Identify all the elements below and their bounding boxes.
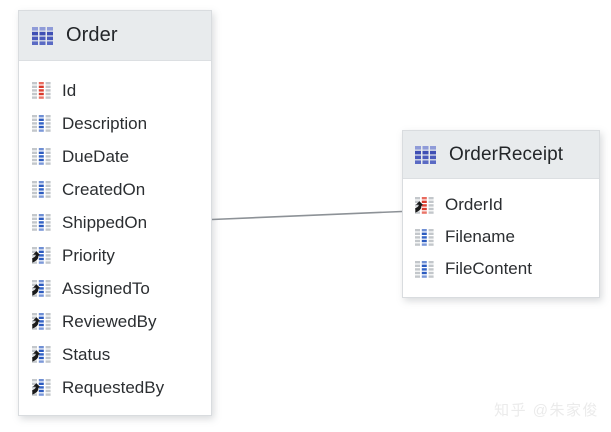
field-row-orderid[interactable]: OrderId (403, 189, 599, 221)
field-label: AssignedTo (62, 278, 150, 298)
field-label: CreatedOn (62, 179, 146, 199)
field-row-createdon[interactable]: CreatedOn (19, 173, 211, 206)
scalar-property-icon (415, 260, 434, 278)
field-label: OrderId (445, 195, 503, 214)
field-label: ShippedOn (62, 212, 148, 232)
entity-orderreceipt-field-list: OrderId (403, 179, 599, 285)
field-label: FileContent (445, 259, 532, 278)
field-row-priority[interactable]: Priority (19, 239, 211, 272)
field-label: Description (62, 113, 148, 133)
field-label: Status (62, 344, 111, 364)
order-to-orderreceipt-association[interactable] (211, 210, 403, 221)
field-row-status[interactable]: Status (19, 338, 211, 371)
scalar-property-icon (415, 228, 434, 246)
field-row-description[interactable]: Description (19, 107, 211, 140)
field-row-filename[interactable]: Filename (403, 221, 599, 253)
field-label: Id (62, 80, 77, 100)
navigation-property-icon (32, 247, 51, 264)
scalar-property-icon (32, 115, 51, 132)
field-row-duedate[interactable]: DueDate (19, 140, 211, 173)
entity-orderreceipt[interactable]: OrderReceipt (402, 130, 600, 298)
entity-order[interactable]: Order (18, 10, 212, 416)
navigation-property-icon (32, 313, 51, 330)
field-row-requestedby[interactable]: RequestedBy (19, 371, 211, 404)
scalar-property-icon (32, 148, 51, 165)
field-row-shippedon[interactable]: ShippedOn (19, 206, 211, 239)
scalar-property-icon (32, 181, 51, 198)
field-label: Priority (62, 245, 115, 265)
table-grid-icon (415, 145, 437, 164)
navigation-property-icon (32, 379, 51, 396)
entity-order-title: Order (66, 24, 118, 46)
field-label: RequestedBy (62, 377, 165, 397)
navigation-property-icon (32, 346, 51, 363)
field-row-reviewedby[interactable]: ReviewedBy (19, 305, 211, 338)
entity-order-field-list: Id (19, 61, 211, 404)
entity-orderreceipt-header[interactable]: OrderReceipt (403, 131, 599, 179)
field-label: Filename (445, 227, 515, 246)
entity-orderreceipt-title: OrderReceipt (449, 143, 564, 165)
navigation-property-icon (32, 280, 51, 297)
field-label: DueDate (62, 146, 130, 166)
scalar-property-icon (32, 214, 51, 231)
field-row-filecontent[interactable]: FileContent (403, 253, 599, 285)
field-label: ReviewedBy (62, 311, 157, 331)
zhihu-watermark: 知乎 @朱家俊 (494, 402, 599, 419)
field-row-id[interactable]: Id (19, 74, 211, 107)
primary-key-icon (32, 82, 51, 99)
primary-key-navigation-icon (415, 196, 434, 214)
table-grid-icon (32, 26, 54, 45)
entity-order-header[interactable]: Order (19, 11, 211, 61)
field-row-assignedto[interactable]: AssignedTo (19, 272, 211, 305)
